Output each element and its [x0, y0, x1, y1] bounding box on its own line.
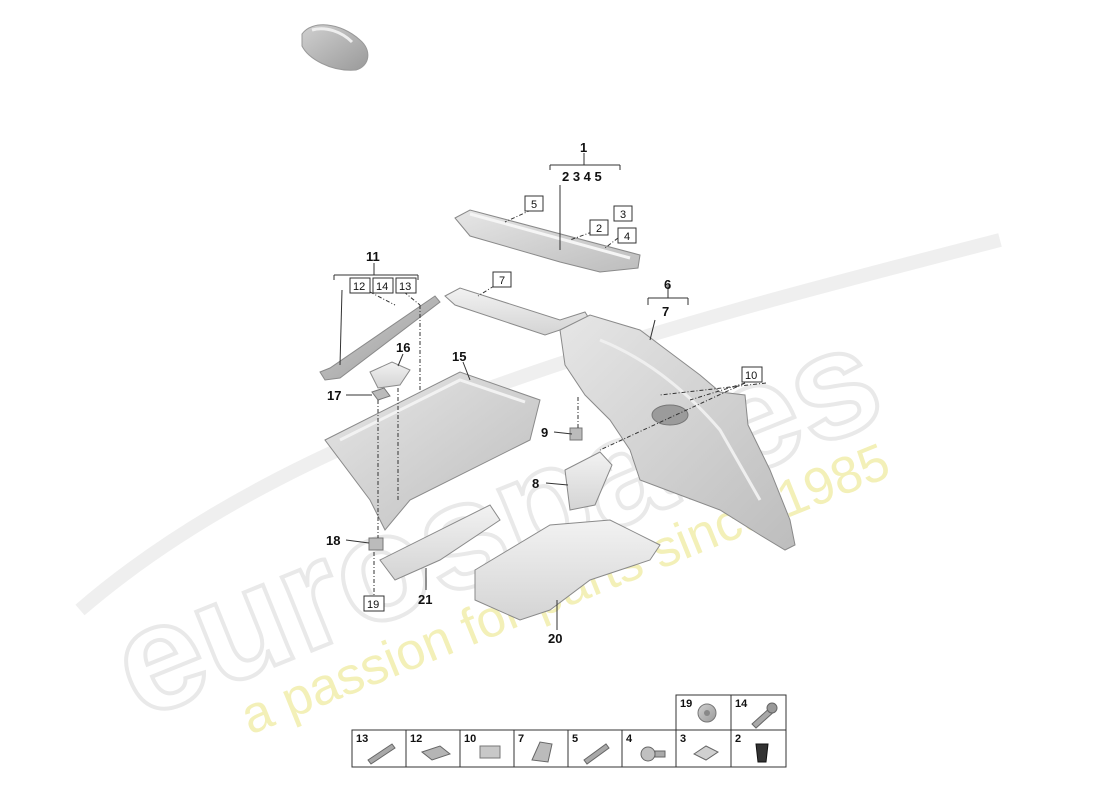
part-1-upper-trim — [454, 209, 641, 273]
callout-20: 20 — [548, 631, 562, 646]
callout-21: 21 — [418, 592, 432, 607]
hardware-label-7: 7 — [518, 733, 524, 745]
hardware-cell-7: 7 — [513, 729, 569, 768]
screw-icon — [583, 743, 610, 765]
callout-16: 16 — [396, 340, 410, 355]
callout-6: 6 — [664, 277, 671, 292]
ref-label-10: 10 — [745, 370, 757, 382]
hardware-cell-4: 4 — [621, 729, 677, 768]
hardware-cell-19: 19 — [675, 694, 732, 731]
push-pin-icon — [640, 746, 656, 762]
callout-1: 1 — [580, 140, 587, 155]
ref-box-2 — [589, 219, 609, 236]
hardware-cell-5: 5 — [567, 729, 623, 768]
ref-box-12 — [349, 277, 371, 294]
part-6-side-panel — [559, 314, 796, 551]
washer-icon — [693, 745, 719, 761]
part-8-small-panel — [564, 451, 613, 511]
hardware-label-3: 3 — [680, 733, 686, 745]
hardware-label-12: 12 — [410, 733, 422, 745]
hardware-label-5: 5 — [572, 733, 578, 745]
ref-box-3 — [613, 205, 633, 222]
ref-label-14: 14 — [376, 281, 388, 293]
hardware-label-13: 13 — [356, 733, 368, 745]
part-16-cover — [369, 361, 411, 389]
ref-box-10 — [741, 366, 763, 383]
hardware-cell-10: 10 — [459, 729, 515, 768]
ref-label-5: 5 — [531, 199, 537, 211]
ref-label-19: 19 — [367, 599, 379, 611]
hardware-cell-3: 3 — [675, 729, 732, 768]
ref-label-13: 13 — [399, 281, 411, 293]
spring-clip-icon — [531, 741, 553, 763]
hardware-cell-12: 12 — [405, 729, 461, 768]
callout-1-sub: 2 3 4 5 — [562, 169, 602, 184]
callout-15: 15 — [452, 349, 466, 364]
hardware-cell-2: 2 — [730, 729, 787, 768]
car-icon — [301, 24, 369, 71]
part-11-pillar-trim — [319, 295, 441, 381]
hardware-label-14: 14 — [735, 698, 748, 710]
hardware-cell-14: 14 — [730, 694, 787, 731]
hardware-label-10: 10 — [464, 733, 476, 745]
ref-label-4: 4 — [624, 231, 630, 243]
callout-17: 17 — [327, 388, 341, 403]
ref-box-5 — [524, 195, 544, 212]
expansion-clip-icon — [755, 743, 769, 763]
part-15-floor-panel — [324, 371, 541, 531]
hardware-label-19: 19 — [680, 698, 692, 710]
bolt-icon — [367, 743, 396, 765]
part-17-clip — [371, 387, 391, 401]
hardware-label-2: 2 — [735, 733, 741, 745]
pad-icon — [479, 745, 501, 759]
ref-label-7: 7 — [499, 275, 505, 287]
ref-box-14 — [372, 277, 394, 294]
hardware-cell-13: 13 — [351, 729, 407, 768]
clip-icon — [420, 745, 452, 761]
ref-box-4 — [617, 227, 637, 244]
part-21-bracket — [379, 504, 501, 581]
callout-8: 8 — [532, 476, 539, 491]
ref-label-12: 12 — [353, 281, 365, 293]
ref-label-2: 2 — [596, 223, 602, 235]
callout-7: 7 — [662, 304, 669, 319]
ref-box-13 — [395, 277, 417, 294]
callout-numbers: 1 2 3 4 5 6 7 8 9 11 15 16 17 18 20 21 — [326, 140, 671, 646]
part-20-floor-cover — [474, 519, 661, 621]
callout-9: 9 — [541, 425, 548, 440]
ref-label-3: 3 — [620, 209, 626, 221]
hardware-label-4: 4 — [626, 733, 633, 745]
ref-box-19 — [363, 595, 385, 612]
leader-lines — [333, 153, 767, 630]
hardware-table: 19 14 13 12 10 7 — [351, 694, 787, 768]
ref-box-7 — [492, 271, 512, 288]
part-18-clip — [368, 537, 384, 551]
boxed-references: 5 3 2 4 7 12 14 13 10 19 — [349, 195, 763, 612]
callout-18: 18 — [326, 533, 340, 548]
callout-11: 11 — [366, 249, 380, 264]
